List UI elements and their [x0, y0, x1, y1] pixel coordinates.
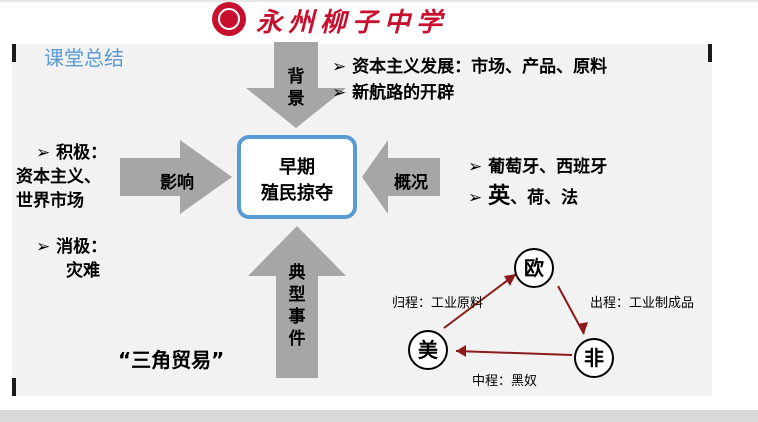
center-topic-line-1: 早期 [279, 157, 315, 178]
arrowhead-america-europe [504, 274, 516, 286]
overview-point-2: ➢ 英、荷、法 [468, 178, 578, 210]
section-title: 课堂总结 [44, 46, 124, 70]
edge-label-outbound: 出程：工业制成品 [590, 296, 695, 311]
top-rule [0, 0, 758, 2]
background-point-1: ➢ 资本主义发展：市场、产品、原料 [332, 52, 607, 77]
node-africa: 非 [574, 338, 614, 378]
bullet-icon: ➢ [468, 188, 483, 208]
arrowhead-africa-america [456, 345, 466, 357]
content-panel [12, 44, 712, 396]
impact-positive-label: ➢ 积极： [36, 138, 107, 163]
background-point-text: 新航路的开辟 [352, 83, 455, 103]
corner-mark-top-left [12, 44, 16, 62]
arrow-left [120, 140, 232, 214]
arrow-right [362, 140, 440, 214]
triangle-trade-title: “三角贸易” [118, 348, 225, 372]
edge-label-middle: 中程：黑奴 [472, 374, 538, 389]
edge-label-return: 归程：工业原料 [392, 296, 484, 311]
bottom-rule [0, 410, 758, 422]
background-point-text: 资本主义发展：市场、产品、原料 [352, 57, 608, 77]
impact-positive-text-1: 资本主义、 [16, 167, 101, 187]
arrow-label-impact: 影响 [160, 173, 194, 193]
impact-negative-text: 灾难 [66, 261, 100, 281]
school-emblem-icon [212, 2, 246, 36]
edge-america-europe [443, 273, 517, 329]
impact-positive-label-text: 积极： [56, 143, 108, 163]
node-europe: 欧 [514, 248, 554, 288]
arrow-label-background: 背景 [287, 67, 305, 109]
overview-point-emphasis: 英 [488, 184, 511, 209]
corner-mark-top-right [708, 44, 712, 62]
arrow-label-overview: 概况 [394, 173, 428, 193]
overview-point-text: 葡萄牙、西班牙 [488, 157, 608, 177]
arrow-top [246, 42, 346, 128]
impact-negative-label-text: 消极： [56, 237, 108, 257]
arrowhead-europe-africa [578, 322, 588, 334]
impact-positive-text-2: 世界市场 [16, 191, 84, 211]
bullet-icon: ➢ [36, 237, 51, 257]
background-point-2: ➢ 新航路的开辟 [332, 78, 454, 103]
corner-mark-bottom-left [12, 378, 16, 396]
center-topic-line-2: 殖民掠夺 [261, 183, 333, 204]
arrow-label-typical-event: 典型事件 [288, 263, 306, 349]
center-topic-box: 早期 殖民掠夺 [237, 135, 357, 219]
bullet-icon: ➢ [332, 83, 347, 103]
arrow-bottom [248, 226, 346, 378]
bullet-icon: ➢ [468, 157, 483, 177]
bullet-icon: ➢ [36, 143, 51, 163]
node-america: 美 [408, 330, 448, 370]
school-name: 永州柳子中学 [256, 8, 449, 38]
edge-africa-america [455, 350, 573, 356]
overview-point-text: 、荷、法 [510, 188, 579, 208]
impact-negative-label: ➢ 消极： [36, 232, 107, 257]
bullet-icon: ➢ [332, 57, 347, 77]
overview-point-1: ➢ 葡萄牙、西班牙 [468, 152, 607, 177]
